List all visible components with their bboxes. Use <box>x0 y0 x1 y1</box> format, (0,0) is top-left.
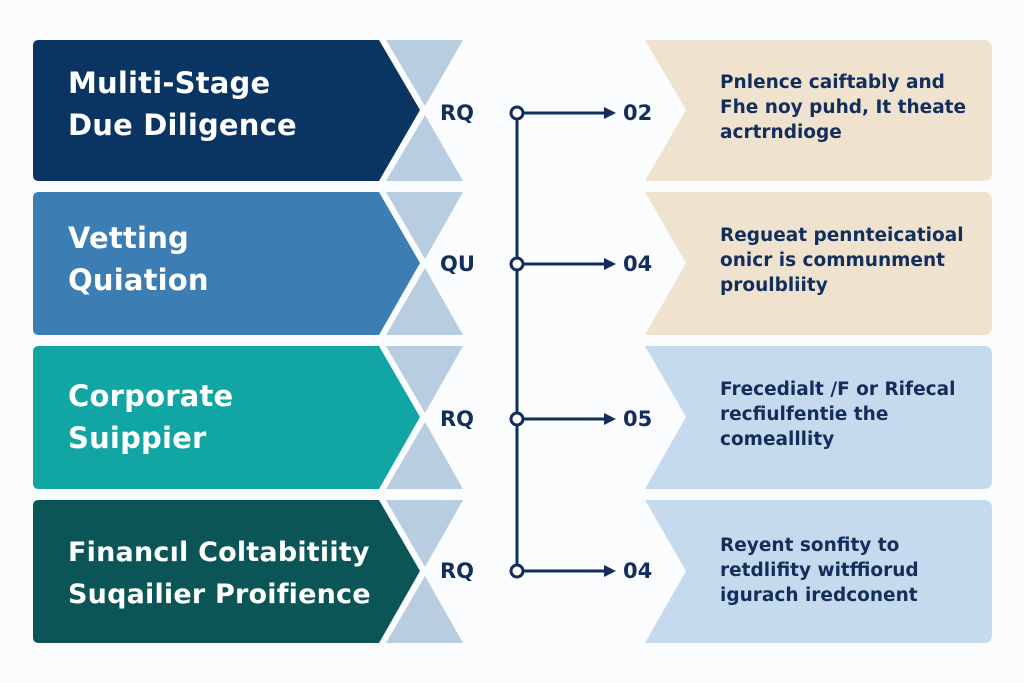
connector-node-2 <box>509 256 525 272</box>
stage-4-title-line-1: Financıl Coltabitiity <box>68 537 370 568</box>
stage-3-description-line-2: recfiulfentie the <box>720 404 889 425</box>
connector-node-3 <box>509 411 525 427</box>
stage-1-title: Muliti-Stage Due Diligence <box>68 62 297 146</box>
connector-bracket <box>515 111 606 573</box>
stage-1-connector-bottom-triangle <box>386 115 463 181</box>
stage-4-description: Reyent sonfity to retdlifity witffiorud … <box>720 533 985 608</box>
stage-4-description-line-3: igurach iredconent <box>720 585 918 606</box>
stage-row-3 <box>33 346 992 489</box>
stage-4-description-line-2: retdlifity witffiorud <box>720 560 919 581</box>
stage-2-connector-bottom-triangle <box>386 268 463 335</box>
stage-2-description: Regueat pennteicatioal onicr is communme… <box>720 223 985 298</box>
stage-3-title: Corporate Suippier <box>68 375 233 459</box>
stage-1-number: 02 <box>623 101 653 125</box>
stage-2-description-panel <box>645 192 992 335</box>
stage-1-title-line-1: Muliti-Stage <box>68 66 271 100</box>
stage-2-code: QU <box>440 252 475 276</box>
connector-arrowheads <box>604 107 616 577</box>
stage-3-number: 05 <box>623 407 653 431</box>
stage-4-code: RQ <box>440 559 475 583</box>
stage-3-code: RQ <box>440 407 475 431</box>
stage-4-number: 04 <box>623 559 653 583</box>
stage-3-title-line-2: Suippier <box>68 421 207 455</box>
connector-node-4 <box>509 563 525 579</box>
stage-row-1 <box>33 40 992 181</box>
arrowhead-icon <box>604 413 616 425</box>
stage-1-description-line-2: Fhe noy puhd, It theate <box>720 97 967 118</box>
stage-2-title: Vetting Quiation <box>68 217 209 301</box>
stage-3-title-line-1: Corporate <box>68 379 234 413</box>
stage-4-description-line-1: Reyent sonfity to <box>720 535 900 556</box>
stage-4-connector-top-triangle <box>386 500 463 567</box>
stage-1-connector-top-triangle <box>386 40 463 106</box>
stage-3-connector-bottom-triangle <box>386 422 463 489</box>
stage-1-chevron <box>33 40 420 181</box>
stage-4-title-line-2: Suqailier Proifience <box>68 579 371 610</box>
stage-3-description-panel <box>645 346 992 489</box>
stage-row-4 <box>33 500 992 643</box>
stage-1-description-line-3: acrtrndioge <box>720 122 842 143</box>
stage-1-title-line-2: Due Diligence <box>68 108 297 142</box>
stage-2-chevron <box>33 192 420 335</box>
arrowhead-icon <box>604 565 616 577</box>
stage-2-connector-top-triangle <box>386 192 463 259</box>
arrowhead-icon <box>604 258 616 270</box>
stage-2-title-line-2: Quiation <box>68 263 209 297</box>
stage-1-description-panel <box>645 40 992 181</box>
arrowhead-icon <box>604 107 616 119</box>
stage-2-title-line-1: Vetting <box>68 221 189 255</box>
stage-1-description-line-1: Pnlence caiftably and <box>720 72 945 93</box>
stage-4-connector-bottom-triangle <box>386 576 463 643</box>
stage-3-description: Frecedialt /F or Rifecal recfiulfentie t… <box>720 377 985 452</box>
stage-2-description-line-1: Regueat pennteicatioal <box>720 225 964 246</box>
stage-1-code: RQ <box>440 101 475 125</box>
connector-node-1 <box>509 105 525 121</box>
stage-3-chevron <box>33 346 420 489</box>
stage-3-connector-top-triangle <box>386 346 463 413</box>
connector-nodes <box>509 105 525 579</box>
stage-2-number: 04 <box>623 252 653 276</box>
stage-row-2 <box>33 192 992 335</box>
stage-2-description-line-3: proulbliity <box>720 275 828 296</box>
stage-3-description-line-1: Frecedialt /F or Rifecal <box>720 379 956 400</box>
stage-3-description-line-3: comealllity <box>720 429 835 450</box>
stage-4-title: Financıl Coltabitiity Suqailier Proifien… <box>68 532 371 616</box>
stage-4-chevron <box>33 500 420 643</box>
stage-1-description: Pnlence caiftably and Fhe noy puhd, It t… <box>720 70 985 145</box>
stage-2-description-line-2: onicr is communment <box>720 250 945 271</box>
stage-4-description-panel <box>645 500 992 643</box>
